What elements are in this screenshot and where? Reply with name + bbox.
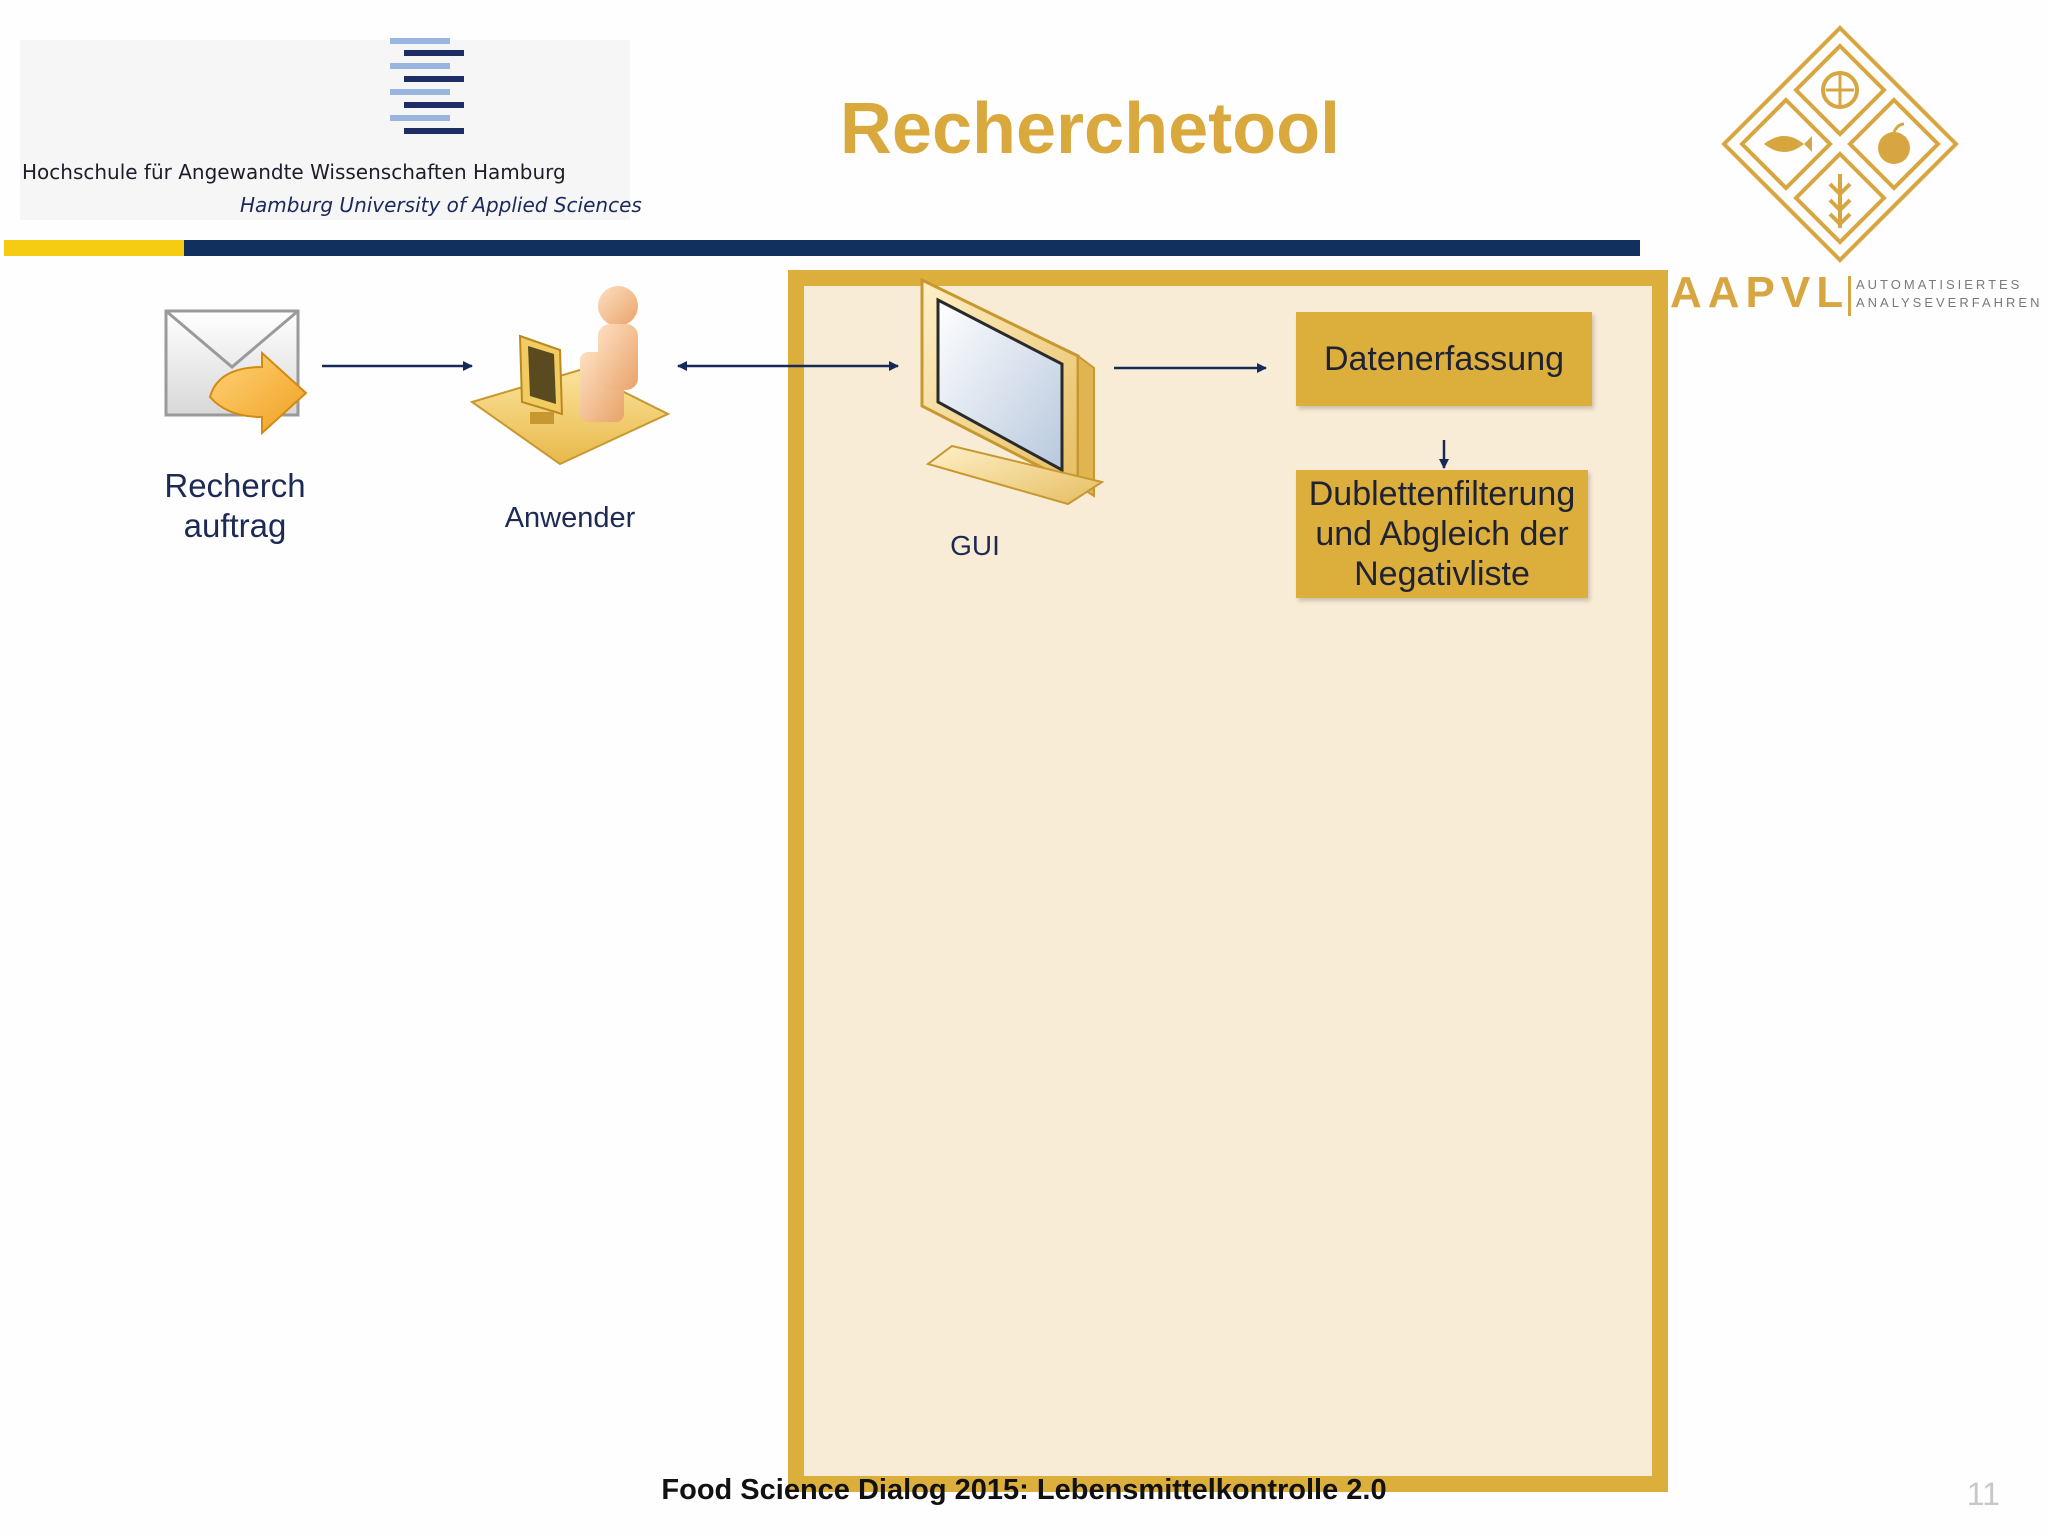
mail-forward-icon xyxy=(164,309,308,436)
node-label-anwender: Anwender xyxy=(504,502,636,534)
node-label-recherchauftrag: Recherch auftrag xyxy=(164,467,306,544)
haw-name-en: Hamburg University of Applied Sciences xyxy=(240,193,642,217)
node-label-gui: GUI xyxy=(950,530,1000,561)
user-at-computer-icon xyxy=(469,286,671,466)
haw-name-de: Hochschule für Angewandte Wissenschaften… xyxy=(22,160,566,184)
monitor-icon xyxy=(920,277,1105,506)
aapvl-separator xyxy=(1848,276,1851,316)
page-number: 11 xyxy=(1966,1476,2000,1512)
header-rule-blue xyxy=(184,240,1640,256)
haw-logo-lines-icon xyxy=(390,38,464,134)
footer-text: Food Science Dialog 2015: Lebensmittelko… xyxy=(661,1474,1387,1506)
aapvl-subtitle-line2: ANALYSEVERFAHREN xyxy=(1856,295,2043,310)
page-title: Recherchetool xyxy=(839,89,1341,169)
box-datenerfassung: Datenerfassung xyxy=(1296,312,1592,406)
header-rule-yellow xyxy=(4,240,184,256)
aapvl-diamond-logo-icon xyxy=(1721,25,1959,263)
haw-logo xyxy=(20,40,630,220)
aapvl-subtitle-line1: AUTOMATISIERTES xyxy=(1856,277,2023,292)
aapvl-wordmark: AAPVL xyxy=(1670,268,1850,317)
box-dublettenfilterung: Dublettenfilterung und Abgleich der Nega… xyxy=(1296,470,1588,598)
